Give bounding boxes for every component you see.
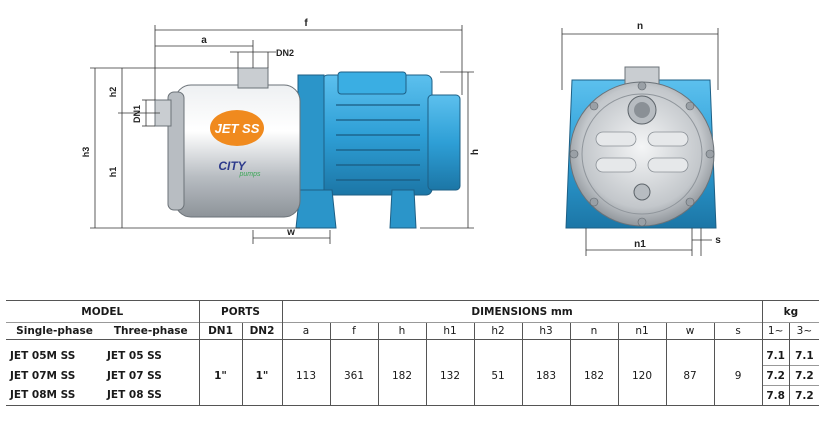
subheader-h1: h1 [425, 322, 474, 340]
label-a: a [201, 35, 207, 46]
label-f: f [304, 18, 308, 29]
subheader-n: n [569, 322, 618, 340]
n-value: 182 [569, 346, 618, 406]
subheader-n1: n1 [617, 322, 666, 340]
label-h2: h2 [108, 87, 118, 98]
h2-value: 51 [473, 346, 522, 406]
label-n: n [637, 21, 643, 32]
subheader-h3: h3 [521, 322, 570, 340]
label-dn1: DN1 [132, 105, 142, 123]
h3-value: 183 [521, 346, 570, 406]
label-h3: h3 [81, 147, 91, 158]
side-view: JET SS CITY pumps [81, 18, 481, 244]
label-w: w [286, 227, 295, 238]
header-kg: kg [761, 300, 820, 323]
header-ports: PORTS [198, 300, 282, 323]
subheader-kg3: 3~ [788, 322, 820, 340]
front-bolts [569, 81, 715, 227]
front-dimension-lines [561, 28, 719, 256]
dn2-value: 1" [241, 346, 282, 406]
subheader-h: h [377, 322, 426, 340]
jet-logo-badge [210, 110, 264, 146]
three-phase-model: JET 08 SS [103, 385, 199, 406]
front-upper-port-hole [634, 102, 650, 118]
n1-value: 120 [617, 346, 666, 406]
dn1-value: 1" [198, 346, 242, 406]
header-dimensions: DIMENSIONS mm [281, 300, 763, 323]
front-dimension-labels: n n1 s [634, 21, 721, 250]
label-h1: h1 [108, 167, 118, 178]
header-model: MODEL [6, 300, 199, 323]
side-dimension-lines [90, 25, 474, 244]
subheader-kg1: 1~ [761, 322, 790, 340]
terminal-box [337, 71, 407, 95]
spec-table: MODEL PORTS DIMENSIONS mm kg Single-phas… [6, 300, 820, 406]
subheader-dn2: DN2 [241, 322, 282, 340]
kg3-value: 7.2 [788, 365, 820, 386]
side-dimension-labels: f a DN2 h3 h2 h1 DN1 h w [81, 18, 481, 238]
jet-logo-text: JET SS [215, 121, 260, 136]
h-value: 182 [377, 346, 426, 406]
subheader-dn1: DN1 [198, 322, 242, 340]
subheader-s: s [713, 322, 763, 340]
single-phase-model: JET 08M SS [6, 385, 103, 406]
city-brand-text: CITY [218, 159, 246, 173]
kg3-value: 7.1 [788, 346, 820, 366]
s-value: 9 [713, 346, 763, 406]
subheader-f: f [329, 322, 378, 340]
technical-drawing: JET SS CITY pumps [81, 18, 721, 256]
front-ribs [595, 131, 689, 173]
subheader-three-phase: Three-phase [103, 322, 199, 340]
motor-foot [389, 189, 417, 229]
motor-fins [336, 104, 420, 181]
pump-casing [174, 84, 301, 218]
table-row: JET 07M SS JET 07 SS 7.2 7.2 [6, 365, 820, 386]
subheader-a: a [281, 322, 330, 340]
city-brand-sub: pumps [238, 171, 261, 178]
a-value: 113 [281, 346, 330, 406]
kg3-value: 7.2 [788, 385, 820, 406]
fan-cover [427, 94, 461, 191]
front-inner-ring [581, 93, 703, 215]
subheader-w: w [665, 322, 714, 340]
three-phase-model: JET 07 SS [107, 369, 162, 382]
label-n1: n1 [634, 239, 646, 250]
three-phase-model: JET 05 SS [107, 349, 162, 362]
table-row: JET 05M SS JET 05 SS 1" 1" 113 361 182 1… [6, 346, 820, 406]
single-phase-model: JET 05M SS [10, 349, 76, 362]
kg1-value: 7.8 [761, 385, 790, 406]
label-dn2: DN2 [276, 48, 294, 58]
subheader-single-phase: Single-phase [6, 322, 103, 340]
front-cover [167, 91, 185, 211]
f-value: 361 [329, 346, 378, 406]
h1-value: 132 [425, 346, 474, 406]
w-value: 87 [665, 346, 714, 406]
kg1-value: 7.1 [761, 346, 790, 366]
label-h: h [470, 149, 481, 155]
subheader-h2: h2 [473, 322, 522, 340]
single-phase-model: JET 07M SS [10, 369, 76, 382]
front-drain-plug [633, 183, 651, 201]
kg1-value: 7.2 [761, 365, 790, 386]
front-view: n n1 s [561, 21, 721, 256]
discharge-port [237, 67, 269, 89]
pump-foot [295, 189, 337, 229]
label-s: s [715, 235, 721, 246]
